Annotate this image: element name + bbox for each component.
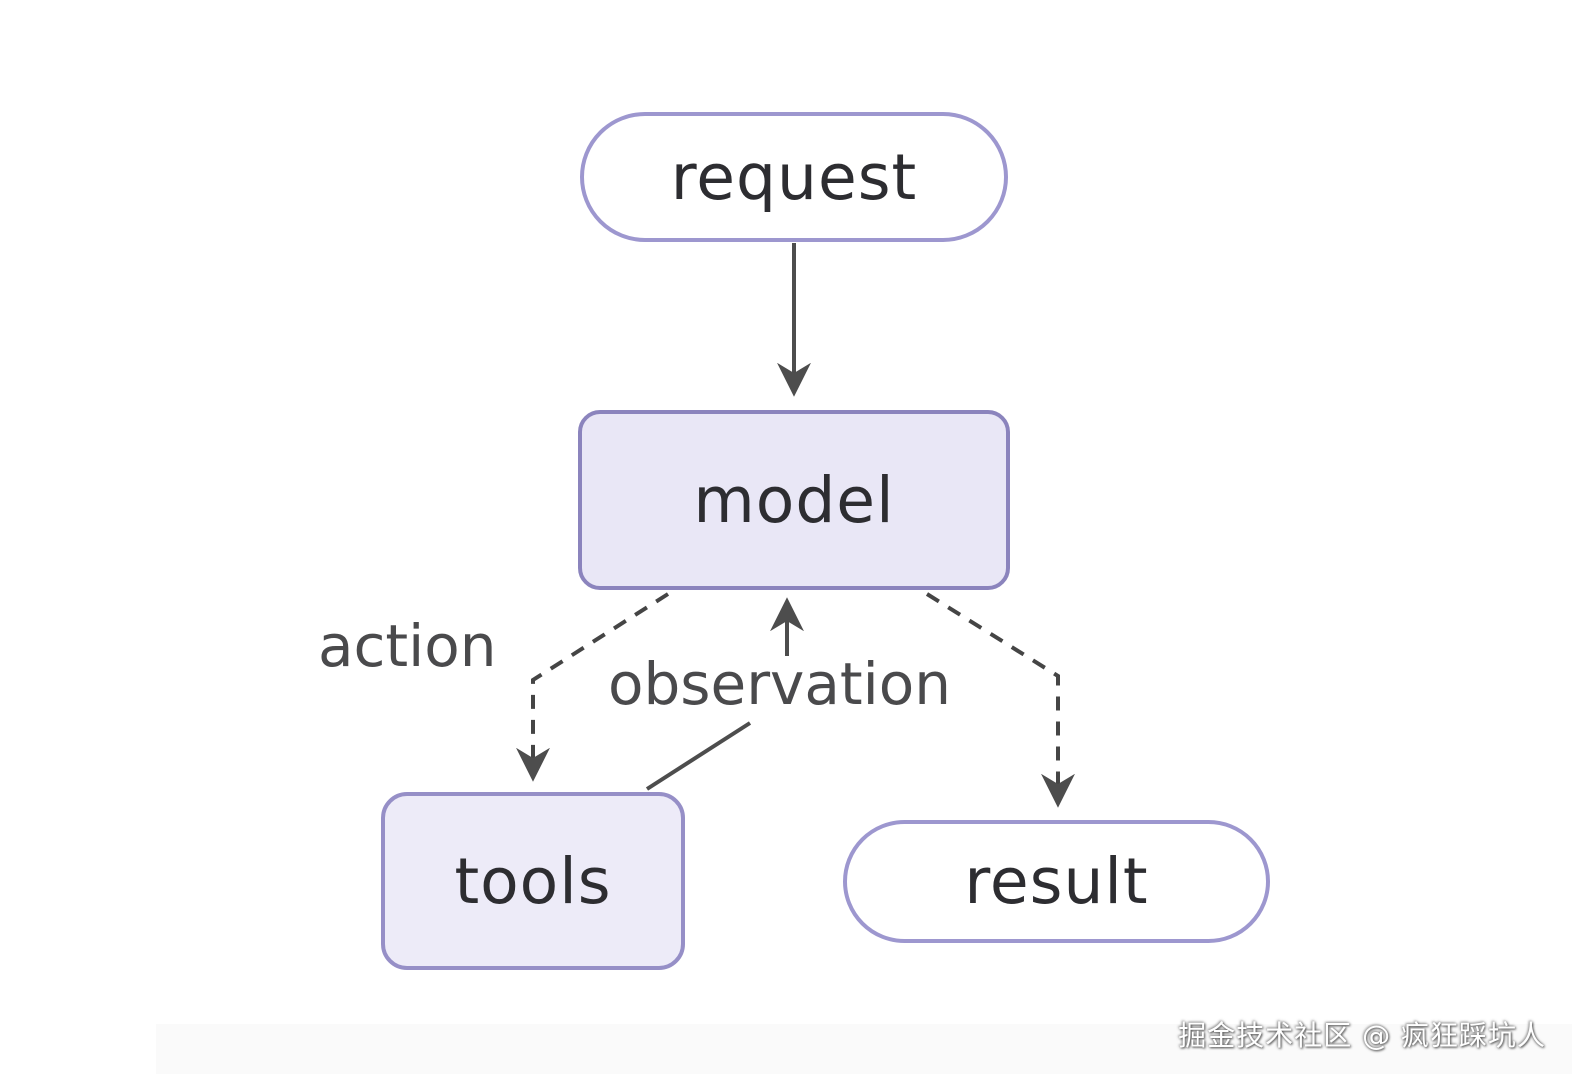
node-request-label: request [670,140,918,214]
watermark: 掘金技术社区 @ 疯狂踩坑人 [1178,1019,1546,1052]
node-request: request [580,112,1008,242]
node-tools-label: tools [454,844,612,918]
node-result-label: result [964,845,1149,918]
bottom-strip [156,1024,1572,1074]
node-model: model [578,410,1010,590]
arrow-model-to-result-dashed [925,592,1075,808]
node-tools: tools [381,792,685,970]
node-model-label: model [693,463,895,537]
arrow-tools-to-model-observation [645,597,804,791]
edge-label-action: action [318,612,497,680]
node-result: result [843,820,1270,943]
edge-label-observation: observation [608,650,952,718]
arrow-model-to-tools-dashed [516,592,670,782]
